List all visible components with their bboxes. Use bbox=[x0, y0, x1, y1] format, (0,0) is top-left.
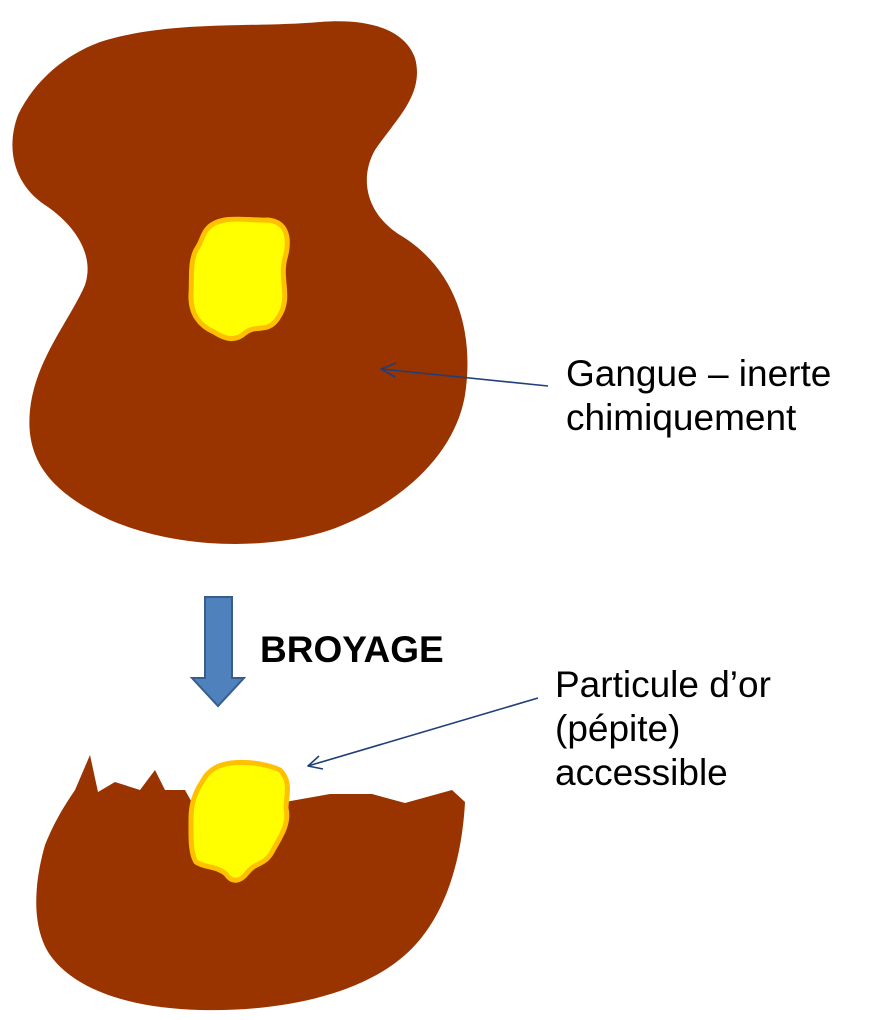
annotation-particle: Particule d’or (pépite) accessible bbox=[555, 663, 771, 795]
ore-rock-crushed bbox=[36, 755, 465, 1010]
pointer-particle bbox=[308, 698, 538, 766]
annotation-particle-line3: accessible bbox=[555, 751, 771, 795]
gold-nugget-embedded bbox=[191, 219, 287, 338]
process-label-broyage: BROYAGE bbox=[260, 628, 444, 672]
annotation-gangue-line1: Gangue – inerte bbox=[566, 352, 831, 396]
annotation-gangue-line2: chimiquement bbox=[566, 396, 831, 440]
annotation-particle-line2: (pépite) bbox=[555, 707, 771, 751]
ore-rock-whole bbox=[12, 21, 467, 544]
annotation-particle-line1: Particule d’or bbox=[555, 663, 771, 707]
down-arrow-icon bbox=[192, 597, 244, 706]
annotation-gangue: Gangue – inerte chimiquement bbox=[566, 352, 831, 440]
crushing-arrow bbox=[192, 597, 244, 706]
